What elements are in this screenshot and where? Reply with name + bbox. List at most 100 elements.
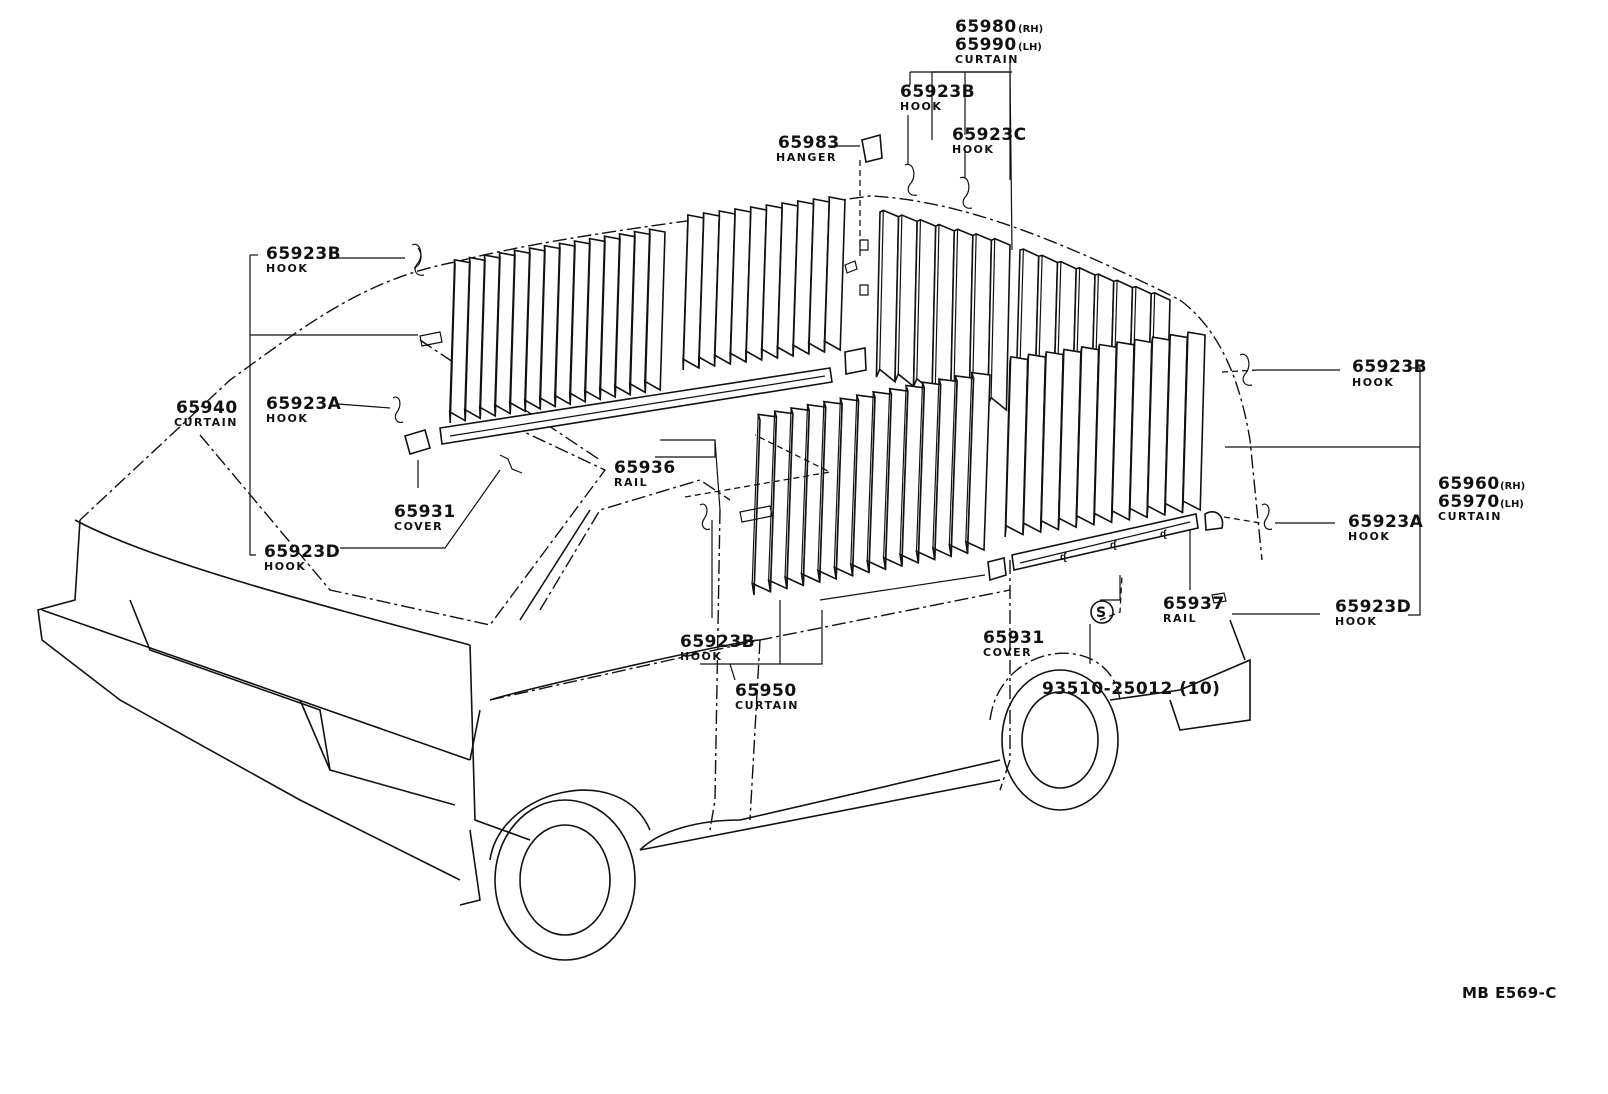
svg-text:(LH): (LH): [1018, 42, 1042, 53]
svg-text:HANGER: HANGER: [776, 151, 837, 164]
svg-text:HOOK: HOOK: [952, 143, 994, 156]
curtain-65960-65970: [1004, 331, 1206, 538]
curtain-pleat-fold: [897, 215, 903, 375]
callout-65936-rail: 65936 RAIL: [614, 458, 676, 489]
curtain-pleat-fold: [479, 255, 486, 408]
svg-text:65923A: 65923A: [266, 394, 342, 414]
curtain-pleat-fold: [800, 404, 809, 574]
svg-text:(LH): (LH): [1500, 499, 1524, 510]
curtain-pleat-fold: [916, 219, 922, 379]
curtain-65940-rear: [682, 196, 846, 371]
figure-code: MB E569-C: [1462, 984, 1557, 1002]
curtain-pleat-fold: [509, 250, 516, 403]
svg-text:65970: 65970: [1438, 492, 1500, 512]
curtain-pleat-fold: [1165, 334, 1172, 504]
curtain-pleat-fold: [554, 243, 561, 396]
svg-text:65960: 65960: [1438, 474, 1500, 494]
curtain-pleat-fold: [1129, 339, 1136, 509]
svg-text:RAIL: RAIL: [1163, 612, 1197, 625]
svg-text:ᶑ: ᶑ: [1110, 540, 1117, 551]
curtain-pleat-fold: [883, 388, 891, 558]
cover-65931-left: [404, 428, 431, 456]
curtain-pleat-fold: [569, 240, 576, 393]
curtain-pleat-fold: [644, 229, 651, 382]
curtain-pleat-fold: [494, 252, 501, 405]
curtain-pleat-fold: [932, 379, 940, 549]
svg-text:HOOK: HOOK: [680, 650, 722, 663]
callout-65983-hanger: 65983 HANGER: [776, 133, 839, 164]
curtain-pleat-fold: [629, 231, 636, 384]
curtain-pleat-fold: [729, 208, 736, 354]
cover-65931-mid: [987, 557, 1007, 582]
rail-65936: [439, 367, 833, 445]
svg-text:65923D: 65923D: [1335, 597, 1411, 617]
curtain-pleat-fold: [751, 414, 759, 584]
callout-65937-rail: 65937 RAIL: [1163, 594, 1224, 625]
curtain-pleat-fold: [1182, 332, 1189, 502]
callout-65980-65990-curtain: 65980 (RH) 65990 (LH) CURTAIN: [955, 17, 1043, 66]
curtain-pleat-fold: [464, 257, 471, 410]
curtain-pleat-fold: [1040, 351, 1047, 521]
curtain-pleat-fold: [899, 385, 907, 555]
callout-65960-65970-curtain: 65960 (RH) 65970 (LH) CURTAIN: [1438, 474, 1525, 523]
svg-text:HOOK: HOOK: [266, 412, 308, 425]
curtain-pleat-fold: [760, 204, 767, 350]
curtain-pleat-fold: [965, 372, 973, 542]
svg-text:HOOK: HOOK: [1335, 615, 1377, 628]
svg-text:65940: 65940: [176, 398, 238, 418]
svg-text:ᶑ: ᶑ: [1160, 529, 1167, 540]
hanger-65983-icon: [861, 133, 883, 163]
callout-screw-93510: S 93510-25012 (10): [1042, 600, 1220, 699]
svg-text:65931: 65931: [983, 628, 1045, 648]
curtain-pleat-fold: [1147, 337, 1154, 507]
svg-text:HOOK: HOOK: [1352, 376, 1394, 389]
curtain-pleat-fold: [1019, 249, 1024, 374]
svg-text:65950: 65950: [735, 681, 797, 701]
svg-text:CURTAIN: CURTAIN: [735, 699, 799, 712]
curtain-pleat-fold: [713, 210, 720, 356]
van-outline: [37, 195, 1263, 961]
callout-65923A-left: 65923A HOOK: [266, 394, 342, 425]
curtain-pleat-fold: [449, 259, 456, 412]
svg-text:(RH): (RH): [1018, 24, 1043, 35]
callout-65923D-left: 65923D HOOK: [264, 542, 340, 573]
curtain-pleat-fold: [614, 233, 621, 386]
svg-text:CURTAIN: CURTAIN: [1438, 510, 1502, 523]
curtain-pleat-fold: [934, 224, 940, 384]
curtain-pleat-fold: [745, 206, 752, 352]
svg-text:COVER: COVER: [394, 520, 443, 533]
leader-lines: [249, 62, 1421, 681]
svg-text:65936: 65936: [614, 458, 676, 478]
part-number-65990: 65990: [955, 35, 1017, 55]
callout-65923B-left: 65923B HOOK: [266, 244, 341, 275]
callout-65923B-right: 65923B HOOK: [1352, 357, 1427, 389]
curtain-pleat-fold: [784, 407, 792, 577]
curtain-pleat-fold: [953, 229, 959, 389]
curtain-pleat-fold: [698, 212, 705, 358]
curtain-pleat-fold: [808, 198, 815, 344]
callout-65923B-mid: 65923B HOOK: [680, 632, 755, 663]
curtain-pleat-fold: [792, 200, 799, 346]
curtain-pleat-fold: [850, 395, 858, 565]
callout-65923B-top: 65923B HOOK: [900, 82, 975, 113]
callout-65923D-right: 65923D HOOK: [1335, 597, 1411, 628]
rail-65937: ᶑ ᶑ ᶑ: [1011, 513, 1199, 571]
svg-text:COVER: COVER: [983, 646, 1032, 659]
curtain-pleat-fold: [833, 398, 841, 568]
hook-icons: [392, 163, 1273, 604]
callout-65950-curtain: 65950 CURTAIN: [735, 681, 799, 712]
svg-text:ᶑ: ᶑ: [1060, 552, 1067, 563]
curtain-pleat-fold: [682, 214, 689, 360]
svg-text:(RH): (RH): [1500, 481, 1525, 492]
curtain-pleat-fold: [1058, 349, 1065, 519]
svg-text:65923A: 65923A: [1348, 512, 1424, 532]
curtain-pleat-fold: [1076, 346, 1083, 516]
curtain-pleat: [1181, 331, 1206, 513]
curtain-pleat-fold: [1005, 356, 1012, 526]
svg-text:93510-25012 (10): 93510-25012 (10): [1042, 679, 1220, 699]
callout-65923A-right: 65923A HOOK: [1348, 512, 1424, 543]
svg-text:65923C: 65923C: [952, 125, 1027, 145]
curtain-pleat-fold: [539, 245, 546, 398]
curtain-pleat-fold: [584, 238, 591, 391]
